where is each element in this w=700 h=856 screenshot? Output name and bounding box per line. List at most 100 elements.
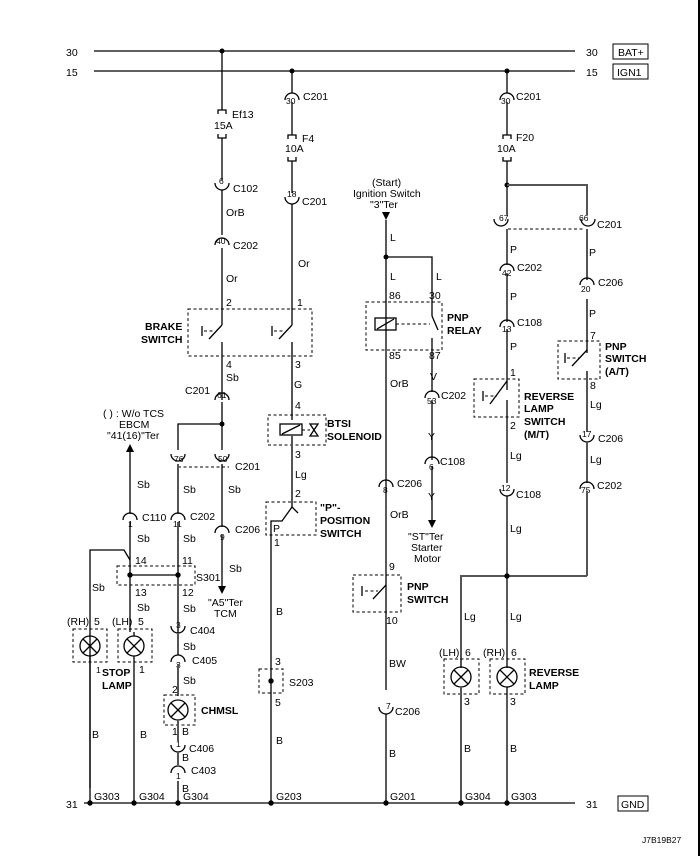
terminal: 1 — [274, 537, 280, 549]
wire-color: B — [92, 729, 99, 741]
wire-color: P — [589, 308, 596, 320]
connector-label: C202 — [190, 511, 215, 523]
terminal: 9 — [389, 561, 395, 573]
pin: 12 — [501, 483, 511, 493]
side-label: (LH) — [112, 616, 132, 628]
terminal: 4 — [295, 400, 301, 412]
wire-color: B — [276, 735, 283, 747]
wire-color: Sb — [183, 484, 196, 496]
wire-color: Sb — [183, 603, 196, 615]
terminal: 11 — [182, 555, 193, 567]
ground-label: G303 — [94, 791, 120, 803]
wire-color: P — [510, 244, 517, 256]
component-label: CHMSL — [201, 705, 239, 717]
wire-color: B — [182, 752, 189, 764]
terminal: 1 — [96, 665, 101, 675]
connector-label: C202 — [517, 262, 542, 274]
reference-text: Ignition Switch — [353, 188, 421, 200]
side-label: (LH) — [439, 647, 459, 659]
ground-points: G303 G304 G304 G203 G201 G304 G303 — [87, 791, 537, 806]
stop-lamp-lh: (LH) 5 1 — [112, 616, 153, 803]
terminal: 1 — [172, 726, 178, 738]
pin: 66 — [579, 213, 589, 223]
pin: 8 — [383, 485, 388, 495]
ignition-reference: (Start) Ignition Switch "3"Ter — [353, 177, 421, 220]
pin: 67 — [499, 213, 509, 223]
terminal: 1 — [297, 297, 303, 309]
wire-color: G — [294, 379, 302, 391]
reference-text: Starter — [411, 542, 443, 554]
btsi-solenoid: 4 BTSI SOLENOID 3 — [267, 400, 382, 461]
component-label: (M/T) — [524, 429, 549, 441]
wire-color: Or — [298, 258, 310, 270]
wire-color: B — [182, 783, 189, 795]
connector-label: C102 — [233, 183, 258, 195]
component-label: (A/T) — [605, 366, 629, 378]
rail-number: 31 — [586, 799, 598, 811]
connector-label: C108 — [517, 317, 542, 329]
connector-label: C406 — [189, 743, 214, 755]
component-label: REVERSE — [524, 391, 574, 403]
reference-text: EBCM — [119, 419, 149, 431]
connector-label: C201 — [516, 91, 541, 103]
component-label: LAMP — [524, 403, 554, 415]
wire-color: Sb — [137, 533, 150, 545]
pin: 1 — [176, 771, 181, 781]
stop-lamp-rh: (RH) 5 1 — [67, 616, 108, 675]
ground-label: G203 — [276, 791, 302, 803]
wire-color: Y — [428, 431, 435, 443]
component-label: SWITCH — [605, 353, 646, 365]
connector-label: C110 — [142, 512, 166, 524]
pin: 40 — [216, 236, 226, 246]
wire-color: B — [389, 748, 396, 760]
wire-color: B — [464, 743, 471, 755]
wire-color: P — [589, 247, 596, 259]
pin: 1 — [176, 739, 181, 749]
component-label: SWITCH — [407, 594, 448, 606]
connector-label: C206 — [235, 524, 260, 536]
side-label: (RH) — [483, 647, 505, 659]
wire-color: Lg — [510, 523, 522, 535]
ground-label: G201 — [390, 791, 416, 803]
wire-color: Lg — [510, 611, 522, 623]
connector-label: C206 — [395, 706, 420, 718]
fuse-rating: 10A — [497, 143, 516, 155]
splice-label: S203 — [289, 677, 314, 689]
wire-color: Sb — [92, 582, 105, 594]
component-label: REVERSE — [529, 667, 579, 679]
wire-color: B — [182, 726, 189, 738]
component-label: LAMP — [102, 680, 132, 692]
terminal: 2 — [226, 297, 232, 309]
wire-color: Sb — [183, 641, 196, 653]
wire-color: Lg — [510, 450, 522, 462]
ground-label: G304 — [139, 791, 165, 803]
s203-splice: 3 S203 5 — [258, 656, 314, 709]
component-label: PNP — [447, 312, 469, 324]
reverse-lamp-lh: (LH) 6 3 — [439, 647, 480, 708]
terminal: 3 — [275, 656, 281, 668]
wire-color: Y — [428, 491, 435, 503]
brake-switch: BRAKE SWITCH 2 1 4 3 Sb — [141, 297, 313, 400]
wire-color: Sb — [137, 602, 150, 614]
side-label: (RH) — [67, 616, 89, 628]
pin: 17 — [582, 429, 592, 439]
terminal: 13 — [135, 587, 147, 599]
pin: 75 — [581, 485, 591, 495]
pnp-relay: 86 30 PNP RELAY 85 87 — [365, 290, 482, 362]
wire-color: Sb — [226, 372, 239, 384]
bat-label: BAT+ — [618, 47, 644, 59]
ground-label: G304 — [465, 791, 491, 803]
connector-label: C206 — [598, 277, 623, 289]
fuse-rating: 10A — [285, 143, 304, 155]
terminal: 3 — [510, 696, 516, 708]
terminal: 3 — [295, 359, 301, 371]
wire-color: L — [436, 271, 442, 283]
component-label: PNP — [605, 341, 627, 353]
gnd-label: GND — [621, 799, 645, 811]
component-label: LAMP — [529, 680, 559, 692]
terminal: 85 — [389, 350, 401, 362]
terminal: 2 — [172, 684, 178, 696]
terminal: 5 — [94, 616, 100, 628]
gnd-rail: 31 31 GND — [66, 795, 649, 812]
